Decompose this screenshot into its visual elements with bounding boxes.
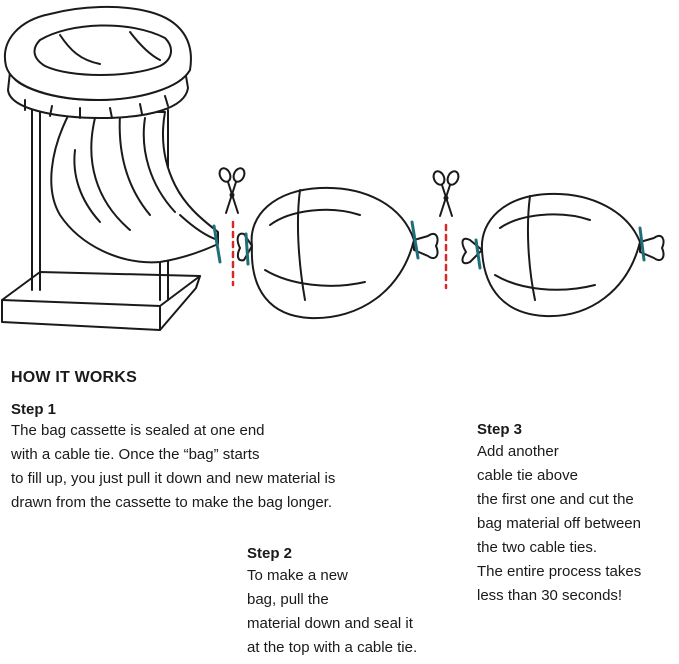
sealed-bag	[236, 186, 439, 320]
bag-holder-stand	[1, 99, 201, 331]
illustration	[1, 5, 665, 331]
step3-line: Add another	[477, 443, 559, 460]
hanging-bag-material	[50, 111, 219, 264]
step2-line: material down and seal it	[247, 615, 413, 632]
step1-line: The bag cassette is sealed at one end	[11, 422, 265, 439]
step2-line: bag, pull the	[247, 591, 329, 608]
cable-tie	[410, 220, 420, 260]
step1-title: Step 1	[11, 401, 57, 418]
step3-line: less than 30 seconds!	[477, 587, 623, 604]
cable-tie	[212, 224, 222, 264]
step3-line: the first one and cut the	[477, 491, 634, 508]
step1-line: with a cable tie. Once the “bag” starts	[11, 446, 260, 463]
scissors-icon	[218, 167, 246, 214]
step1-body: The bag cassette is sealed at one end wi…	[11, 419, 335, 515]
step2-line: at the top with a cable tie.	[247, 639, 418, 656]
scissors-icon	[432, 170, 460, 217]
step3-line: the two cable ties.	[477, 539, 598, 556]
step3-line: cable tie above	[477, 467, 578, 484]
cable-tie	[244, 232, 250, 266]
step3-line: The entire process takes	[477, 563, 642, 580]
step1-line: to fill up, you just pull it down and ne…	[11, 470, 336, 487]
cable-tie	[474, 238, 482, 270]
bag-cassette-ring	[3, 5, 192, 119]
step2-body: To make a new bag, pull the material dow…	[247, 564, 417, 660]
cable-tie	[638, 226, 646, 262]
step3-line: bag material off between	[477, 515, 641, 532]
step3-body: Add another cable tie above the first on…	[477, 440, 641, 608]
sealed-bag	[461, 192, 665, 318]
step3-title: Step 3	[477, 421, 523, 438]
step2-line: To make a new	[247, 567, 348, 584]
step1-line: drawn from the cassette to make the bag …	[11, 494, 333, 511]
how-it-works-heading: HOW IT WORKS	[11, 369, 137, 386]
step2-title: Step 2	[247, 545, 293, 562]
